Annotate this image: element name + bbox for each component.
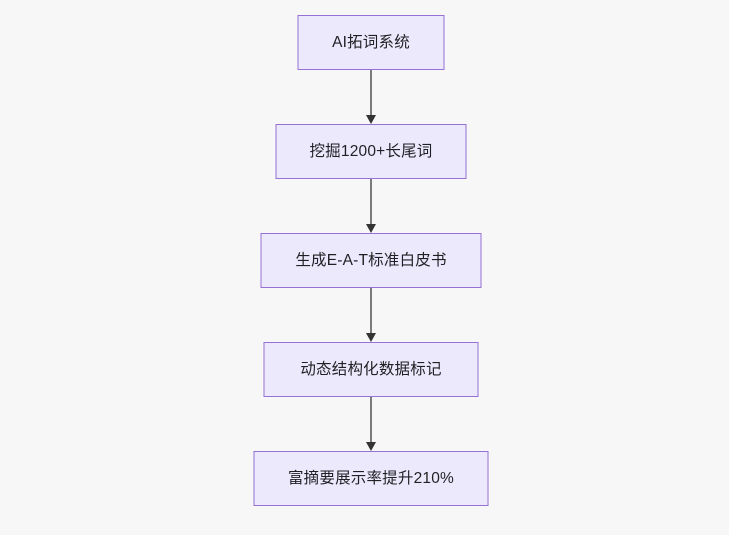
flow-node-2-label: 挖掘1200+长尾词 — [309, 142, 433, 160]
flow-edge-3 — [363, 288, 379, 342]
flow-node-5[interactable]: 富摘要展示率提升210% — [253, 451, 489, 506]
flow-node-2[interactable]: 挖掘1200+长尾词 — [275, 124, 467, 179]
down-arrow-icon — [366, 333, 376, 342]
flow-node-4-label: 动态结构化数据标记 — [300, 360, 442, 378]
flow-node-5-label: 富摘要展示率提升210% — [287, 469, 455, 487]
flow-edge-1 — [363, 70, 379, 124]
down-arrow-icon — [366, 442, 376, 451]
flow-node-4[interactable]: 动态结构化数据标记 — [263, 342, 479, 397]
flow-node-3-label: 生成E-A-T标准白皮书 — [295, 251, 447, 269]
flow-edge-4 — [363, 397, 379, 451]
flow-node-1[interactable]: AI拓词系统 — [297, 15, 445, 70]
flow-node-1-label: AI拓词系统 — [332, 33, 410, 51]
flow-edge-2 — [363, 179, 379, 233]
flow-node-3[interactable]: 生成E-A-T标准白皮书 — [260, 233, 482, 288]
down-arrow-icon — [366, 224, 376, 233]
down-arrow-icon — [366, 115, 376, 124]
